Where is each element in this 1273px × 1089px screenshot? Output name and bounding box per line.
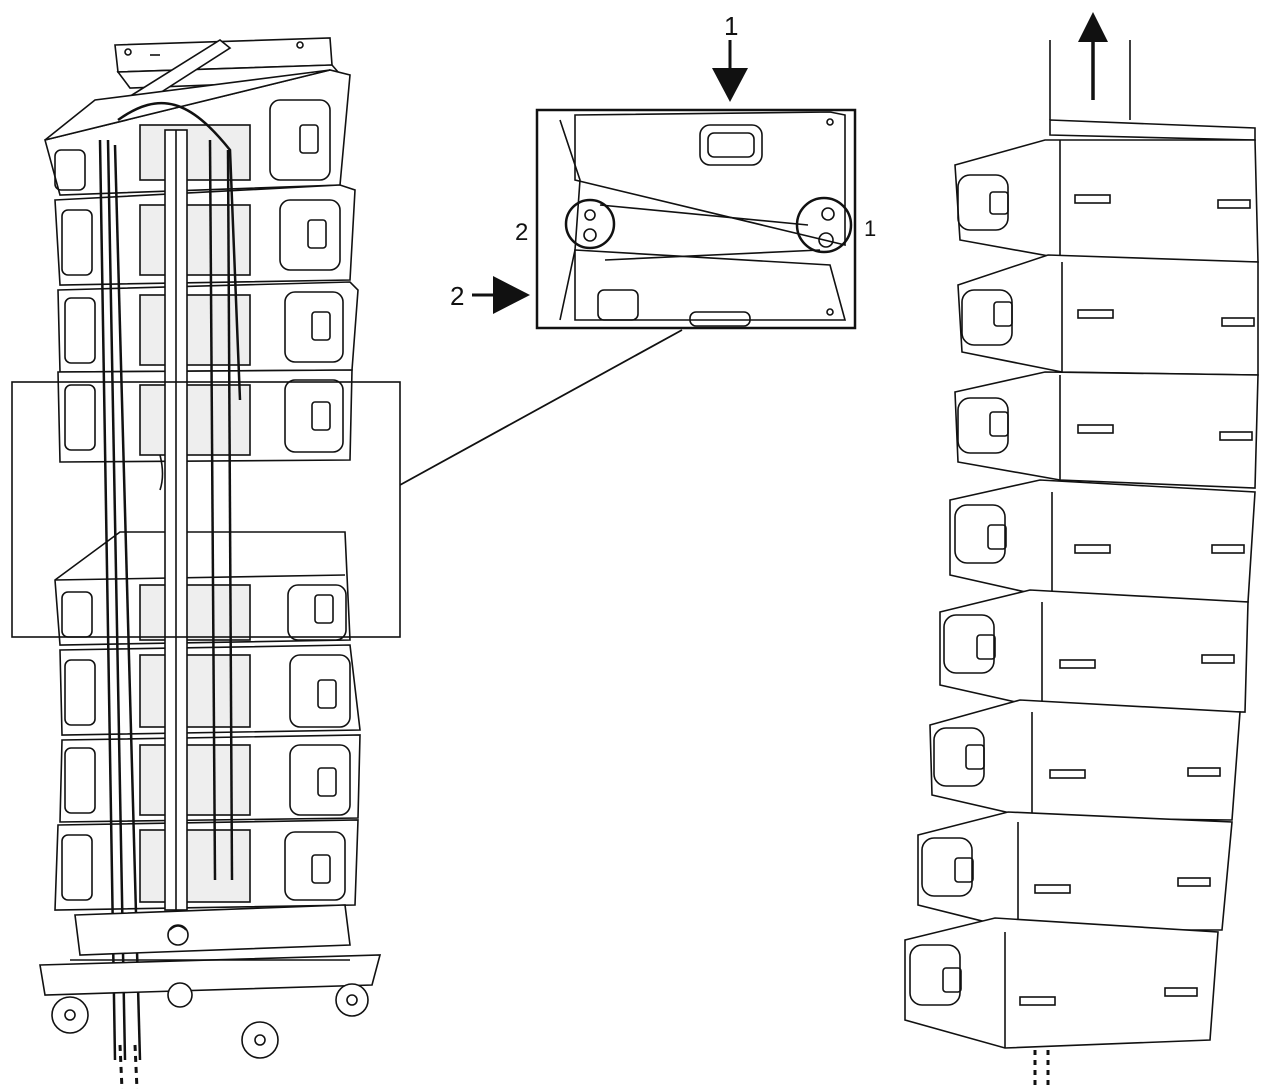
- brand-logo-icon: [167, 924, 189, 946]
- detail-inset: [535, 108, 857, 330]
- detail-selection-box: [11, 381, 401, 638]
- left-cabinet-2: [54, 184, 356, 286]
- left-stack: [39, 37, 382, 1089]
- cable-bundle: [98, 101, 242, 1061]
- rigging-spine: [164, 129, 188, 911]
- left-cabinet-8: [54, 819, 359, 911]
- base-cart: [39, 904, 382, 1059]
- arrow-up-icon: [1078, 12, 1108, 100]
- right-cable-ends: [1033, 1050, 1050, 1089]
- right-cabinet-7: [917, 811, 1233, 931]
- right-cabinet-8: [904, 917, 1219, 1049]
- right-cabinet-1: [954, 139, 1259, 263]
- right-cabinet-5: [939, 589, 1249, 713]
- cable-ends: [118, 1044, 139, 1089]
- callout-label-right: 1: [864, 216, 876, 241]
- left-cabinet-6: [59, 644, 361, 736]
- callout-label-left: 2: [515, 219, 528, 246]
- callout-label-top: 1: [724, 11, 738, 41]
- right-array: [904, 12, 1259, 1089]
- zoom-connector-line: [399, 329, 683, 486]
- callout-label-arrow: 2: [450, 281, 464, 311]
- callout-circle-2: [564, 198, 616, 250]
- right-cabinet-4: [949, 479, 1256, 603]
- arrow-right-icon: [472, 276, 530, 314]
- left-cabinet-7: [59, 734, 361, 823]
- arrow-down-icon: [712, 40, 748, 102]
- right-cabinet-3: [954, 371, 1259, 489]
- left-cabinet-4: [57, 369, 353, 491]
- right-cabinet-6: [929, 699, 1241, 821]
- left-cabinet-1: [44, 69, 351, 196]
- callout-circle-1: [795, 196, 853, 254]
- left-cabinet-3: [57, 281, 359, 373]
- right-cabinet-2: [957, 254, 1259, 376]
- left-cabinet-5: [54, 531, 351, 646]
